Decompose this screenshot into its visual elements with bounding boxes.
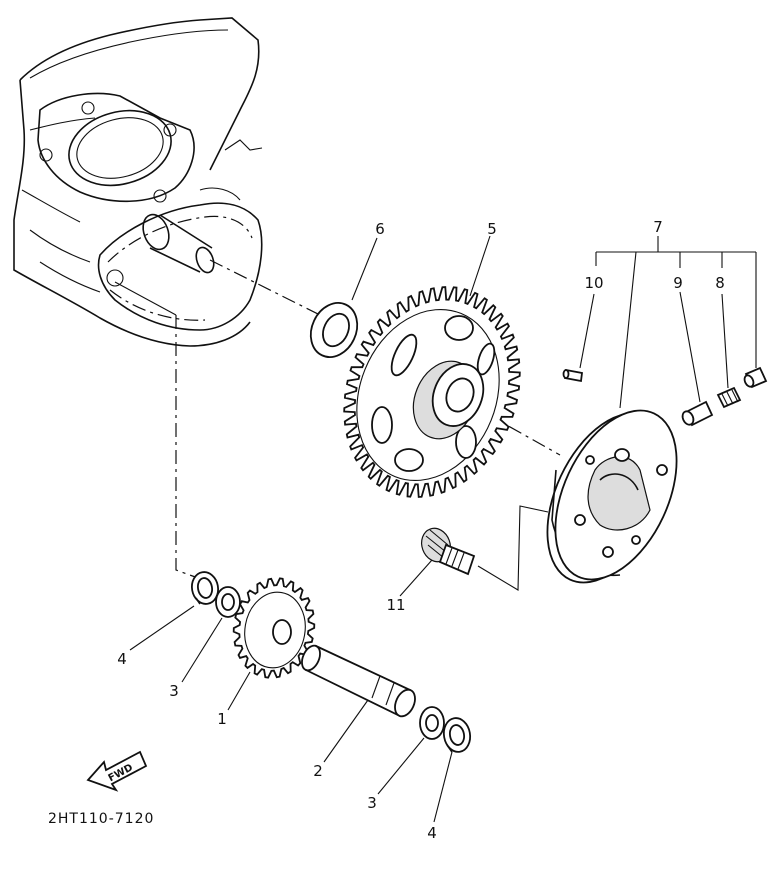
label-part-4-lower: 4 <box>427 824 437 842</box>
label-part-1: 1 <box>217 710 227 728</box>
label-part-10: 10 <box>584 274 603 292</box>
part-4-circlip-lower[interactable] <box>441 716 473 754</box>
part-11-bolt[interactable] <box>417 524 476 576</box>
label-part-5: 5 <box>487 220 497 238</box>
part-3-washer-lower[interactable] <box>419 706 445 740</box>
part-9-plunger[interactable] <box>681 400 714 427</box>
assembly-centerlines <box>114 259 561 591</box>
label-part-8: 8 <box>715 274 725 292</box>
label-part-4-upper: 4 <box>117 650 127 668</box>
label-part-2: 2 <box>313 762 323 780</box>
part-7-cap[interactable] <box>743 366 768 389</box>
label-part-9: 9 <box>673 274 683 292</box>
part-5-large-gear[interactable] <box>332 286 524 502</box>
part-labels: 6 5 7 10 9 8 11 4 3 1 2 3 4 <box>117 218 725 842</box>
part-6-washer[interactable] <box>302 295 366 364</box>
part-7-starter-clutch[interactable] <box>523 391 701 601</box>
engine-crankcase <box>13 17 263 347</box>
part-8-spring[interactable] <box>716 386 742 409</box>
part-10-roller-pin[interactable] <box>562 368 583 383</box>
label-part-6: 6 <box>375 220 385 238</box>
drawing-code: 2HT110-7120 <box>48 811 154 827</box>
part-3-washer-upper[interactable] <box>215 586 241 618</box>
label-part-7: 7 <box>653 218 663 236</box>
label-part-3-upper: 3 <box>169 682 179 700</box>
part-2-shaft[interactable] <box>298 643 419 720</box>
part-1-small-gear[interactable] <box>232 577 316 679</box>
leader-lines <box>129 235 757 823</box>
part-4-circlip-upper[interactable] <box>189 570 220 606</box>
label-part-11: 11 <box>386 596 405 614</box>
label-part-3-lower: 3 <box>367 794 377 812</box>
fwd-arrow: FWD <box>86 750 148 792</box>
